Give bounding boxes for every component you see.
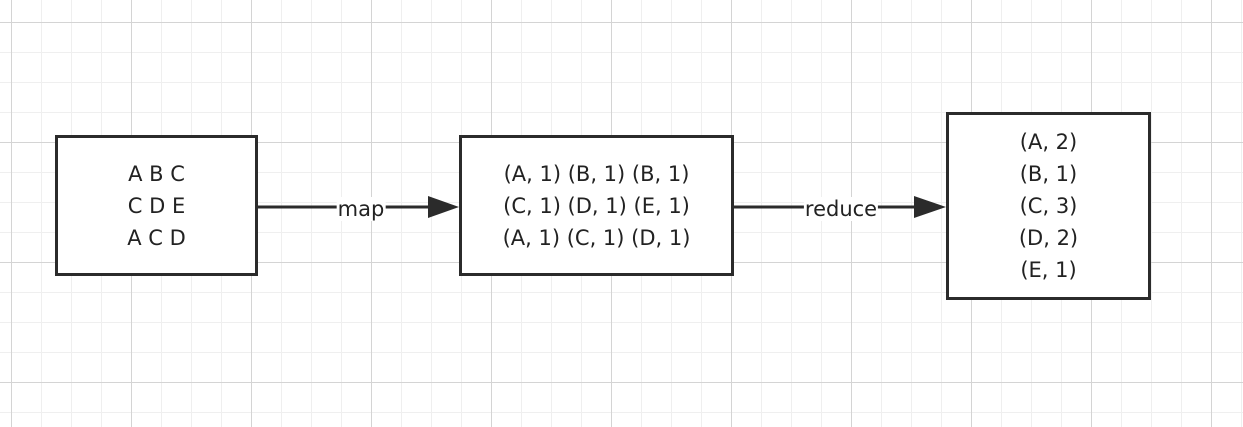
reduce-output-box: (A, 2) (B, 1) (C, 3) (D, 2) (E, 1) [946, 112, 1151, 300]
reduce-edge-label: reduce [803, 197, 879, 221]
reduce-output-line: (D, 2) [1018, 226, 1079, 250]
map-output-line: (A, 1) (B, 1) (B, 1) [503, 161, 690, 186]
reduce-output-line: (B, 1) [1019, 162, 1078, 186]
reduce-output-line: (E, 1) [1020, 258, 1077, 282]
input-line: C D E [127, 193, 186, 218]
reduce-output-line: (C, 3) [1019, 194, 1078, 218]
input-line: A B C [128, 161, 185, 186]
reduce-arrowhead-icon [914, 196, 946, 218]
input-box: A B C C D E A C D [55, 135, 258, 276]
map-arrowhead-icon [428, 196, 459, 218]
reduce-output-line: (A, 2) [1019, 130, 1078, 154]
map-edge-label: map [336, 197, 386, 221]
map-output-line: (C, 1) (D, 1) (E, 1) [503, 193, 690, 218]
input-line: A C D [127, 225, 186, 250]
map-output-line: (A, 1) (C, 1) (D, 1) [502, 225, 691, 250]
map-output-box: (A, 1) (B, 1) (B, 1) (C, 1) (D, 1) (E, 1… [459, 135, 734, 276]
